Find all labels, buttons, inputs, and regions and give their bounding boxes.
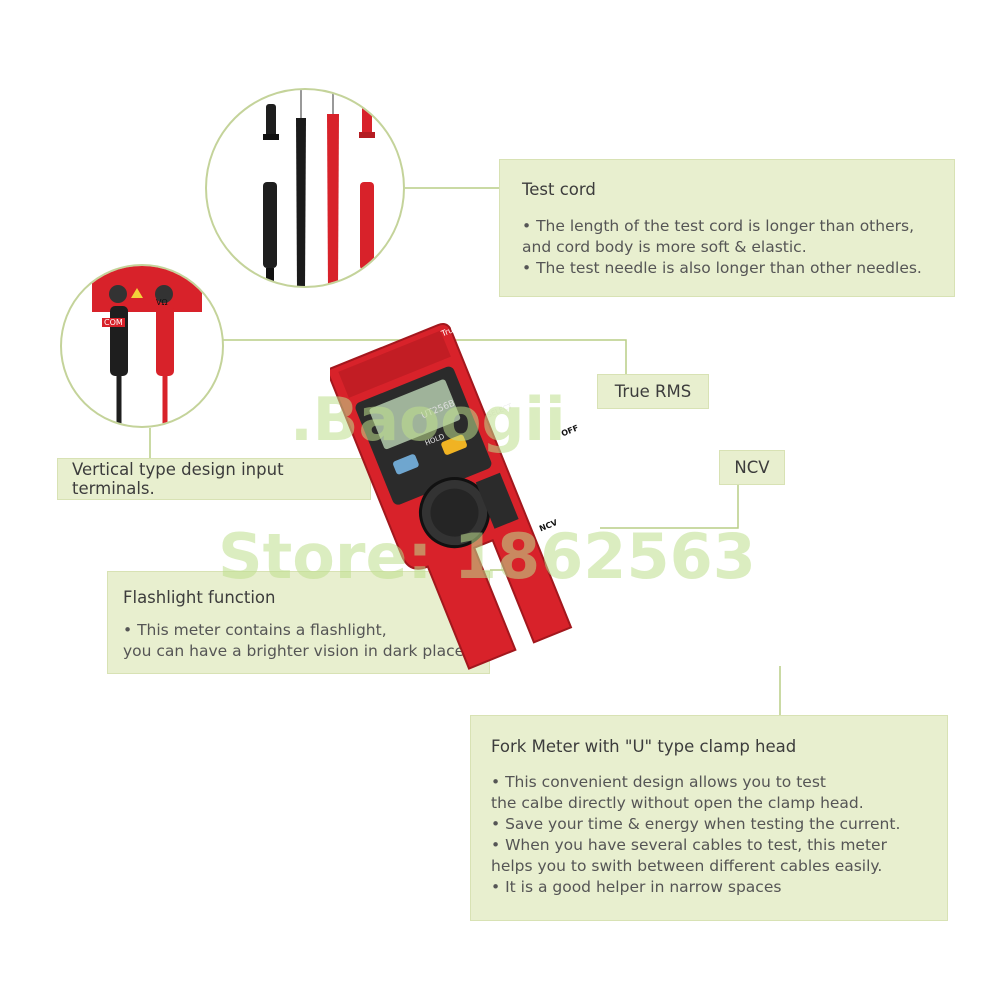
bullet-line: and cord body is more soft & elastic. xyxy=(522,238,807,256)
test-cord-bullets: • The length of the test cord is longer … xyxy=(522,216,922,279)
flashlight-title: Flashlight function xyxy=(123,588,276,607)
bullet-line: • This convenient design allows you to t… xyxy=(491,773,826,791)
bullet-line: • It is a good helper in narrow spaces xyxy=(491,878,782,896)
com-terminal-label: COM xyxy=(102,318,125,327)
flashlight-bullets: • This meter contains a flashlight, you … xyxy=(123,620,469,662)
vertical-terminals-label: Vertical type design input terminals. xyxy=(57,458,371,500)
test-cord-title: Test cord xyxy=(522,180,596,199)
bullet-line: • When you have several cables to test, … xyxy=(491,836,887,854)
watermark-line1: .Baoogii xyxy=(290,385,566,455)
bullet-line: • The test needle is also longer than ot… xyxy=(522,259,922,277)
fork-meter-title: Fork Meter with "U" type clamp head xyxy=(491,737,797,756)
v-terminal-label: VΩ xyxy=(156,298,168,307)
test-leads-closeup xyxy=(205,88,405,288)
bullet-line: you can have a brighter vision in dark p… xyxy=(123,642,470,660)
test-leads-illustration xyxy=(263,90,375,286)
fork-meter-bullets: • This convenient design allows you to t… xyxy=(491,772,900,898)
bullet-line: • This meter contains a flashlight, xyxy=(123,621,387,639)
bullet-line: • The length of the test cord is longer … xyxy=(522,217,914,235)
fork-meter-panel: Fork Meter with "U" type clamp head • Th… xyxy=(470,715,948,921)
terminals-closeup: COM VΩ xyxy=(60,264,224,428)
true-rms-label: True RMS xyxy=(597,374,709,409)
ncv-label: NCV xyxy=(719,450,785,485)
bullet-line: helps you to swith between different cab… xyxy=(491,857,883,875)
test-cord-panel: Test cord • The length of the test cord … xyxy=(499,159,955,297)
bullet-line: the calbe directly without open the clam… xyxy=(491,794,864,812)
terminals-illustration xyxy=(92,266,202,426)
bullet-line: • Save your time & energy when testing t… xyxy=(491,815,901,833)
fork-meter-device xyxy=(330,323,573,670)
watermark-line2: Store: 1862563 xyxy=(218,520,756,593)
flashlight-panel: Flashlight function • This meter contain… xyxy=(107,571,490,674)
